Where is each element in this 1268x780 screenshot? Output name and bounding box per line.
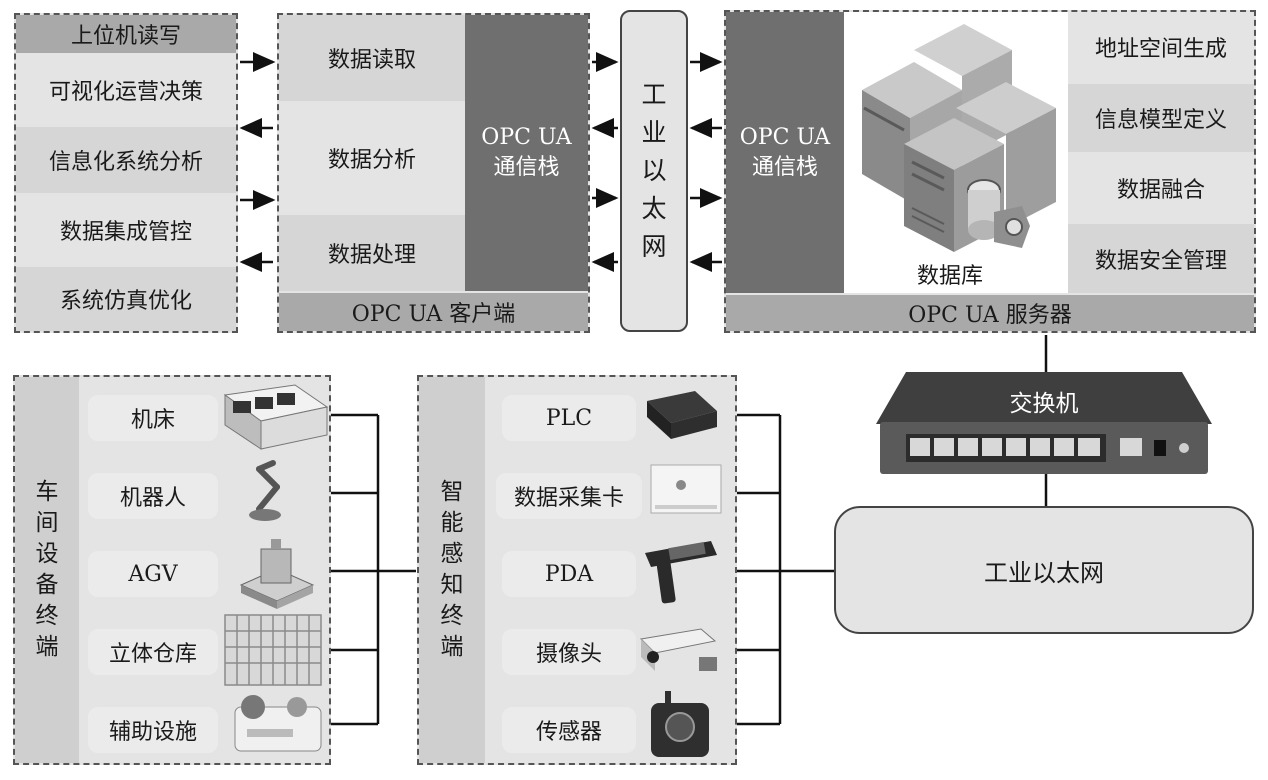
database-area: 数据库 (844, 12, 1068, 293)
switch-label: 交换机 (1009, 391, 1079, 417)
workshop-terminals-panel: 车 间 设 备 终 端 机床 机器人 AGV 立体仓库 辅助设施 (13, 375, 331, 765)
sensing-title: 智 能 感 知 终 端 (440, 479, 464, 660)
database-icon (862, 24, 1056, 252)
sensing-device-icons (639, 391, 722, 757)
pda-icon (645, 541, 717, 604)
server-function: 数据安全管理 (1068, 224, 1254, 293)
warehouse-icon (224, 614, 322, 686)
sensing-bracket (736, 413, 834, 726)
robot-arm-icon (249, 460, 281, 521)
server-function: 信息模型定义 (1068, 84, 1254, 152)
opc-ua-client-panel: 数据读取 数据分析 数据处理 OPC UA 通信栈 OPC UA 客户端 (277, 13, 590, 333)
network-switch: 交换机 (876, 372, 1212, 476)
air-compressor-icon (234, 695, 322, 752)
client-row: 数据处理 (279, 215, 465, 291)
upper-item: 系统仿真优化 (16, 267, 236, 331)
upper-computer-title: 上位机读写 (16, 15, 236, 53)
sensing-item-daq-card: 数据采集卡 (496, 473, 642, 519)
industrial-ethernet-box-label: 工业以太网 (984, 558, 1104, 587)
server-footer: OPC UA 服务器 (726, 295, 1254, 331)
server-function: 地址空间生成 (1068, 12, 1254, 82)
industrial-ethernet-bus-label: 工 业 以 太 网 (641, 80, 667, 261)
upper-item: 信息化系统分析 (16, 127, 236, 193)
client-row: 数据分析 (279, 105, 465, 211)
machine-tool-icon (223, 384, 329, 450)
daq-card-icon (650, 464, 722, 514)
workshop-item-auxiliary: 辅助设施 (88, 707, 218, 753)
sensing-item-camera: 摄像头 (502, 629, 636, 675)
upper-item: 数据集成管控 (16, 197, 236, 263)
sensing-terminals-panel: 智 能 感 知 终 端 PLC 数据采集卡 PDA 摄像头 传感器 (417, 375, 737, 765)
industrial-ethernet-box: 工业以太网 (834, 506, 1254, 634)
database-label: 数据库 (916, 264, 983, 289)
server-stack: OPC UA 通信栈 (726, 12, 844, 293)
sensing-title-column: 智 能 感 知 终 端 (419, 377, 485, 763)
switch-icon (876, 372, 1212, 474)
client-stack: OPC UA 通信栈 (465, 15, 588, 291)
server-function: 数据融合 (1068, 154, 1254, 222)
sensing-item-sensor: 传感器 (502, 707, 636, 753)
workshop-item-agv: AGV (88, 551, 218, 597)
opc-ua-server-panel: OPC UA 通信栈 (724, 10, 1256, 333)
camera-icon (639, 628, 717, 671)
sensor-icon (651, 691, 709, 757)
upper-computer-panel: 上位机读写 可视化运营决策 信息化系统分析 数据集成管控 系统仿真优化 (14, 13, 238, 333)
workshop-title-column: 车 间 设 备 终 端 (15, 377, 79, 763)
workshop-title: 车 间 设 备 终 端 (35, 479, 59, 660)
client-footer: OPC UA 客户端 (279, 293, 588, 331)
plc-icon (647, 391, 717, 439)
client-row: 数据读取 (279, 15, 465, 101)
workshop-device-icons (223, 384, 329, 752)
sensing-item-pda: PDA (502, 551, 636, 597)
workshop-bracket (330, 413, 416, 726)
agv-icon (239, 539, 315, 609)
workshop-item-robot: 机器人 (88, 473, 218, 519)
workshop-item-machine-tool: 机床 (88, 395, 218, 441)
industrial-ethernet-bus: 工 业 以 太 网 (620, 10, 688, 332)
workshop-item-warehouse: 立体仓库 (88, 629, 218, 675)
sensing-item-plc: PLC (502, 395, 636, 441)
upper-item: 可视化运营决策 (16, 57, 236, 123)
